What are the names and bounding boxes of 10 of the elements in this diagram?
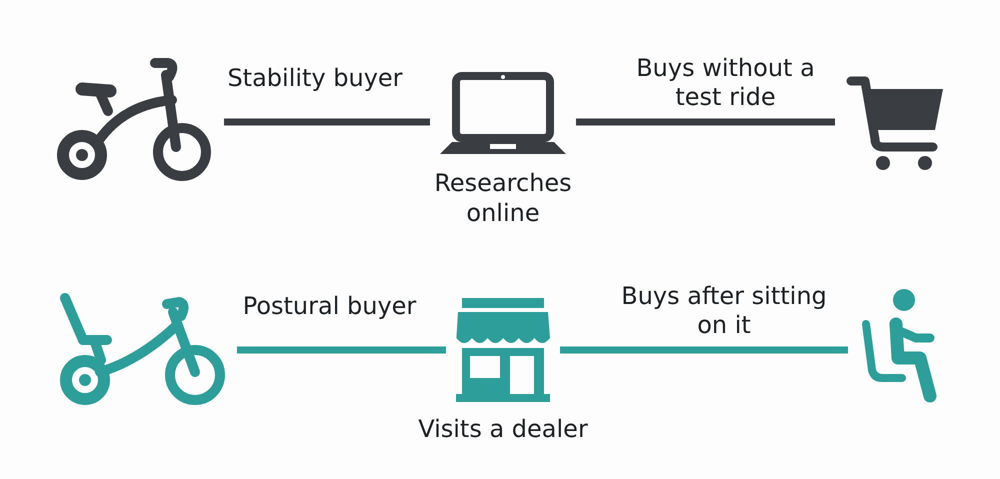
edge-label: Buys without a test ride: [635, 54, 816, 112]
edge-label: Stability buyer: [227, 64, 403, 93]
connector-line: [224, 118, 430, 126]
node-caption: Visits a dealer: [418, 414, 588, 444]
connector-line: [237, 346, 446, 354]
edge-label: Buys after sitting on it: [620, 282, 828, 340]
connector-line: [560, 346, 848, 354]
edge-label: Postural buyer: [242, 292, 416, 321]
node-caption: Researches online: [433, 168, 573, 228]
connector-line: [576, 118, 835, 126]
